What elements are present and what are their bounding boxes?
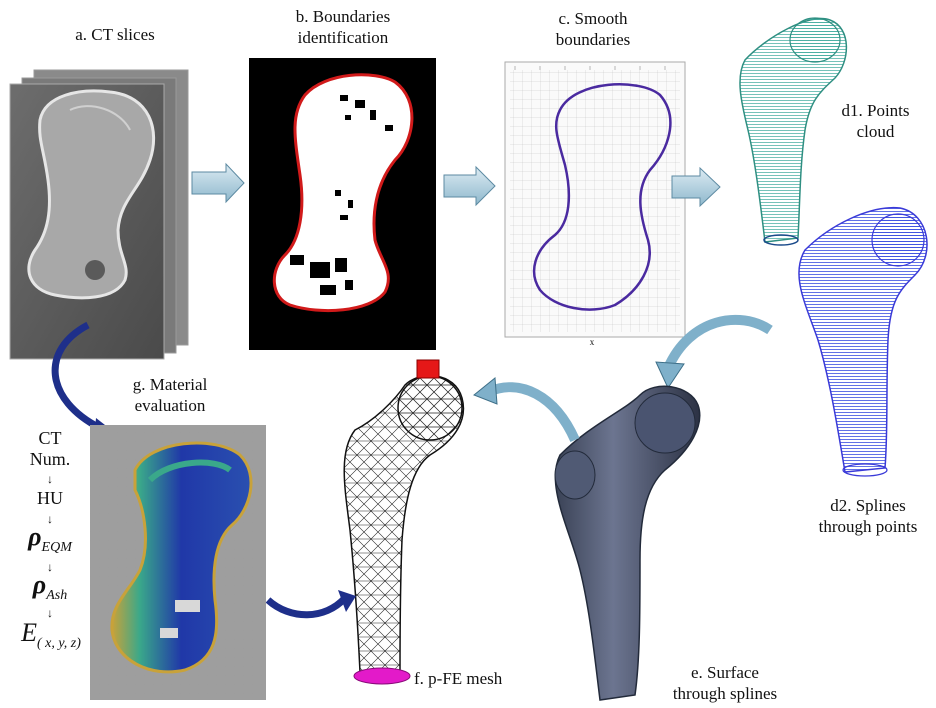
label-surface-line1: e. Surface (655, 662, 795, 683)
e-subscript: ( x, y, z) (37, 636, 81, 651)
chain-rho-eqm: ρEQM (10, 522, 90, 556)
label-splines: d2. Splines through points (800, 495, 936, 537)
label-material-evaluation: g. Material evaluation (100, 374, 240, 416)
ash-subscript: Ash (46, 588, 67, 603)
material-evaluation-map (90, 425, 266, 700)
label-material-line2: evaluation (100, 395, 240, 416)
smooth-boundaries-plot (505, 62, 685, 337)
splines-femur (799, 208, 927, 476)
label-smooth-line1: c. Smooth (528, 8, 658, 29)
chain-hu: HU (10, 488, 90, 509)
label-pfe-mesh: f. p-FE mesh (414, 668, 534, 689)
chain-num: Num. (10, 449, 90, 470)
curve-arrow-e-f (488, 387, 575, 440)
label-splines-line2: through points (800, 516, 936, 537)
chain-arrow-1: ↓ (10, 472, 90, 487)
label-ct-slices: a. CT slices (60, 24, 170, 45)
label-points-cloud-line1: d1. Points (828, 100, 923, 121)
label-splines-line1: d2. Splines (800, 495, 936, 516)
label-smooth-line2: boundaries (528, 29, 658, 50)
label-points-cloud: d1. Points cloud (828, 100, 923, 142)
label-boundaries-line2: identification (268, 27, 418, 48)
e-symbol: E (21, 618, 37, 647)
curve-arrow-g-f (268, 598, 345, 615)
label-points-cloud-line2: cloud (828, 121, 923, 142)
rho-symbol-2: ρ (33, 570, 46, 599)
plot-axis-footer: x (582, 337, 602, 347)
chain-ct: CT (10, 428, 90, 449)
ct-slices-stack (10, 70, 188, 359)
boundaries-image (249, 58, 436, 350)
rho-symbol: ρ (28, 522, 41, 551)
label-boundaries-line1: b. Boundaries (268, 6, 418, 27)
label-material-line1: g. Material (100, 374, 240, 395)
label-surface-line2: through splines (655, 683, 795, 704)
label-surface: e. Surface through splines (655, 662, 795, 704)
eqm-subscript: EQM (42, 540, 72, 555)
mesh-femur (344, 360, 463, 684)
label-smooth-boundaries: c. Smooth boundaries (528, 8, 658, 50)
label-boundaries: b. Boundaries identification (268, 6, 418, 48)
chain-rho-ash: ρAsh (10, 570, 90, 604)
chain-e-xyz: E( x, y, z) (6, 618, 96, 652)
